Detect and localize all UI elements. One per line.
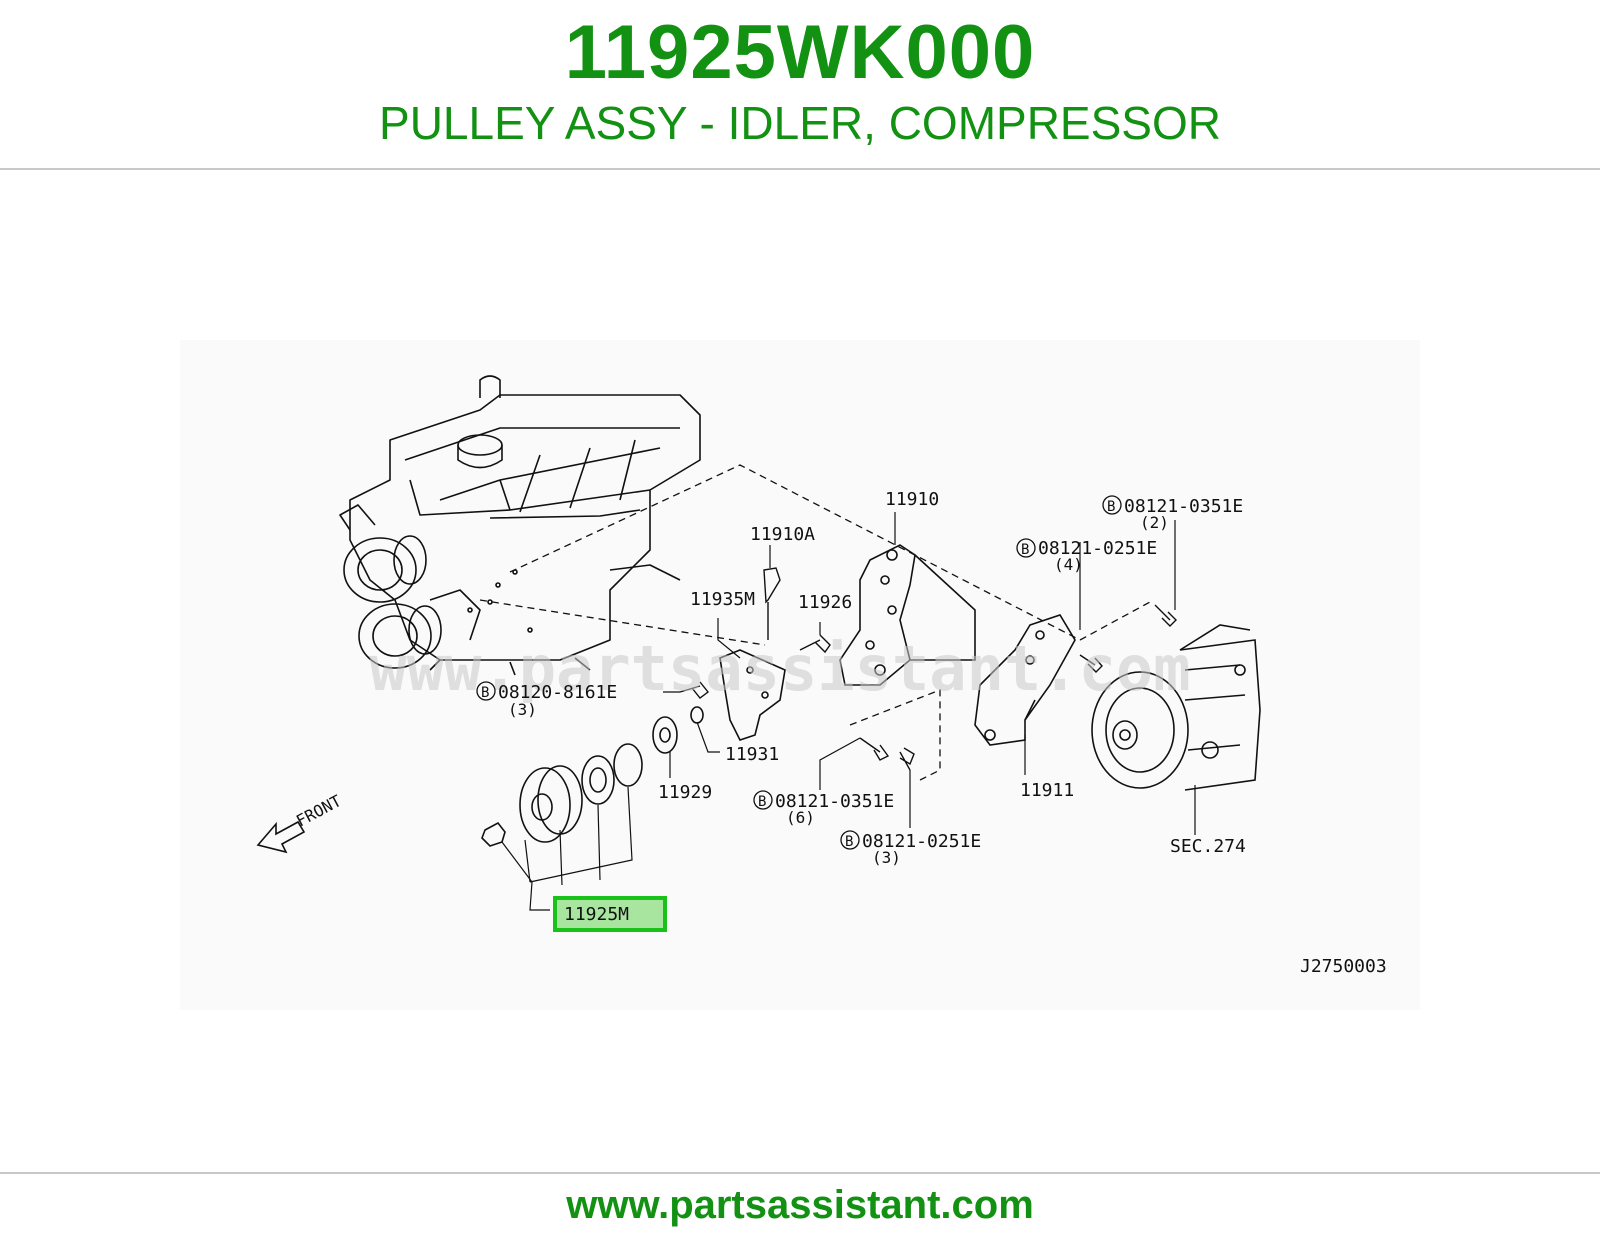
diagram-drawing: www.partsassistant.com FRONT 11910 11910… xyxy=(256,375,1387,977)
footer-website-link[interactable]: www.partsassistant.com xyxy=(566,1183,1034,1227)
callout-08121-0251e-bot-qty: (3) xyxy=(872,848,901,867)
callout-08120-8161e-qty: (3) xyxy=(508,700,537,719)
drawing-id: J2750003 xyxy=(1300,956,1387,977)
bolt-marker-icon xyxy=(1102,495,1122,515)
bolt-marker-letter: B xyxy=(1021,542,1029,558)
exploded-parts-diagram: www.partsassistant.com FRONT 11910 11910… xyxy=(180,340,1420,1010)
callout-08121-0251e-top-qty: (4) xyxy=(1054,555,1083,574)
callout-08120-8161e: 08120-8161E xyxy=(498,682,617,703)
front-arrow-icon xyxy=(256,820,306,854)
footer-divider xyxy=(0,1172,1600,1174)
part-description: PULLEY ASSY - IDLER, COMPRESSOR xyxy=(379,97,1221,149)
bolt-marker-letter: B xyxy=(845,834,853,850)
callout-11910: 11910 xyxy=(885,489,939,510)
callout-11911: 11911 xyxy=(1020,780,1074,801)
callout-11925m-highlight[interactable]: 11925M xyxy=(564,904,629,925)
callout-11926: 11926 xyxy=(798,592,852,613)
bracket-11910 xyxy=(839,544,976,686)
callout-11929: 11929 xyxy=(658,782,712,803)
bracket-11935m xyxy=(719,649,786,741)
part-number-title: 11925WK000 xyxy=(564,10,1036,95)
callout-08121-0351e-top-qty: (2) xyxy=(1140,513,1169,532)
bolt-marker-icon xyxy=(753,790,773,810)
callout-08121-0351e-bot-qty: (6) xyxy=(786,808,815,827)
bolt-marker-letter: B xyxy=(758,794,766,810)
compressor xyxy=(1091,624,1261,791)
callout-11910a: 11910A xyxy=(750,524,815,545)
callout-labels: 11910 11910A 11935M 11926 B 08120-8161E … xyxy=(476,489,1387,977)
page-header: 11925WK000 PULLEY ASSY - IDLER, COMPRESS… xyxy=(0,0,1600,168)
callout-08121-0251e-bot: 08121-0251E xyxy=(862,831,981,852)
front-label: FRONT xyxy=(293,791,345,831)
callout-08121-0351e-top: 08121-0351E xyxy=(1124,496,1243,517)
callout-11931: 11931 xyxy=(725,744,779,765)
bolts xyxy=(679,567,1177,771)
idler-pulley-parts xyxy=(481,706,704,847)
callout-08121-0251e-top: 08121-0251E xyxy=(1038,538,1157,559)
callout-08121-0351e-bot: 08121-0351E xyxy=(775,791,894,812)
bolt-marker-icon xyxy=(1016,538,1036,558)
bolt-marker-letter: B xyxy=(1107,499,1115,515)
bolt-marker-icon xyxy=(476,681,496,701)
bolt-marker-letter: B xyxy=(481,685,489,701)
highlighted-part-box[interactable] xyxy=(553,896,667,932)
callout-11935m: 11935M xyxy=(690,589,755,610)
bolt-marker-icon xyxy=(840,830,860,850)
diagram-watermark: www.partsassistant.com xyxy=(369,632,1190,705)
header-divider xyxy=(0,168,1600,170)
dashed-leaders xyxy=(479,464,1151,781)
callout-leaders xyxy=(501,512,1196,911)
callout-sec-274: SEC.274 xyxy=(1170,836,1246,857)
engine-block-outline xyxy=(339,375,701,676)
front-arrow: FRONT xyxy=(256,791,345,854)
